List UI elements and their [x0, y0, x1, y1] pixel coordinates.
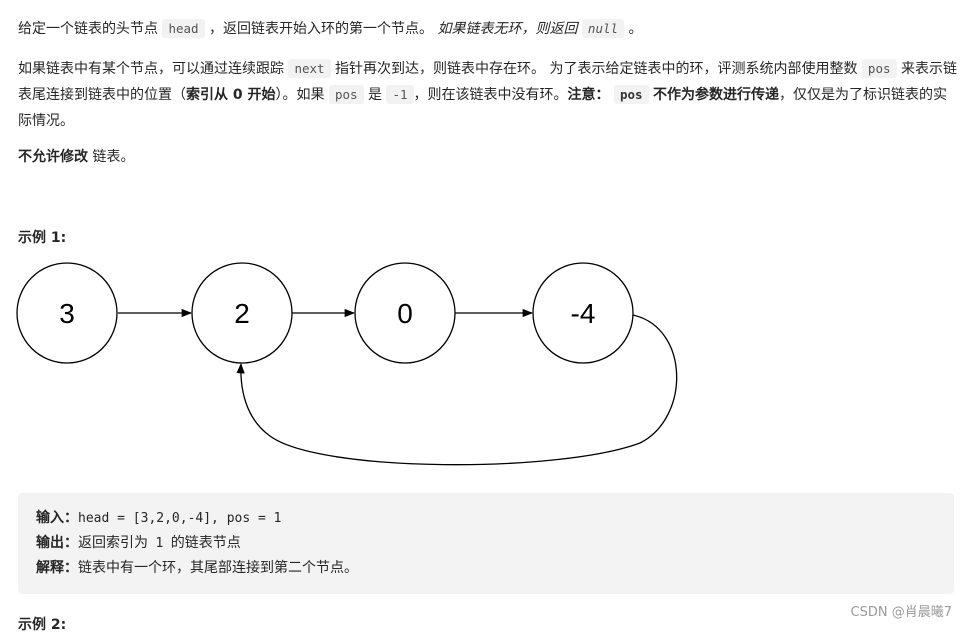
output-text-2: 的链表节点	[170, 535, 241, 551]
desc-text-5: 是	[367, 87, 382, 103]
code-pos-3: pos	[613, 85, 649, 104]
code-minus-one: -1	[386, 85, 414, 104]
desc-text-7: ，仅仅是为了标识链表的实际情况。	[18, 87, 947, 129]
desc-text-4: ）。如果	[275, 87, 325, 103]
node-value-3: -4	[571, 298, 596, 329]
explain-label: 解释：	[36, 560, 78, 576]
desc-bold-index: 索引从 0 开始	[186, 87, 276, 103]
input-value: head = [3,2,0,-4], pos = 1	[78, 511, 282, 526]
desc-bold-notparam: 不作为参数进行传递	[652, 87, 779, 103]
desc-text-2: 指针再次到达，则链表中存在环。 为了表示给定链表中的环，评测系统内部使用整数	[335, 61, 858, 77]
example-2-heading: 示例 2:	[18, 617, 67, 633]
list-node-2: 0	[354, 262, 456, 364]
desc-text-3: 来表示链表尾连接到链表中的位置（	[18, 61, 957, 103]
example-1-box: 输入：head = [3,2,0,-4], pos = 1 输出：返回索引为 1…	[18, 493, 954, 594]
description-paragraph: 如果链表中有某个节点，可以通过连续跟踪 next 指针再次到达，则链表中存在环。…	[18, 56, 958, 134]
code-pos-1: pos	[861, 59, 897, 78]
rule-bold: 不允许修改	[18, 149, 88, 165]
cycle-arrow	[236, 314, 678, 466]
intro-text-2: ，返回链表开始入环的第一个节点。	[209, 21, 434, 37]
csdn-watermark: CSDN @肖晨曦7	[850, 605, 952, 620]
list-node-3: -4	[532, 262, 634, 364]
node-value-2: 0	[397, 298, 413, 329]
example-output-line: 输出：返回索引为 1 的链表节点	[36, 532, 241, 555]
code-head: head	[162, 19, 205, 38]
code-pos-2: pos	[328, 85, 364, 104]
intro-paragraph: 给定一个链表的头节点 head ，返回链表开始入环的第一个节点。 如果链表无环，…	[18, 16, 958, 42]
intro-text-1: 给定一个链表的头节点	[18, 21, 158, 37]
output-text-1: 返回索引为	[78, 535, 148, 551]
example-input-line: 输入：head = [3,2,0,-4], pos = 1	[36, 507, 282, 530]
list-node-0: 3	[16, 262, 118, 364]
code-next: next	[288, 59, 331, 78]
code-null: null	[581, 19, 625, 38]
intro-text-3: 。	[628, 21, 643, 37]
node-value-1: 2	[234, 298, 250, 329]
output-label: 输出：	[36, 535, 78, 551]
input-label: 输入：	[36, 510, 78, 526]
rule-text: 链表。	[92, 149, 135, 165]
linked-list-diagram: 3 2 0 -4	[16, 262, 678, 466]
rule-paragraph: 不允许修改 链表。	[18, 144, 958, 170]
node-value-0: 3	[59, 298, 75, 329]
output-code: 1	[155, 536, 164, 551]
desc-text-1: 如果链表中有某个节点，可以通过连续跟踪	[18, 61, 284, 77]
explain-text: 链表中有一个环，其尾部连接到第二个节点。	[78, 560, 358, 576]
desc-text-6: ，则在该链表中没有环。	[413, 87, 568, 103]
intro-italic: 如果链表无环，则返回	[437, 21, 578, 37]
desc-bold-note: 注意：	[567, 87, 610, 103]
example-1-heading: 示例 1:	[18, 230, 67, 246]
example-explain-line: 解释：链表中有一个环，其尾部连接到第二个节点。	[36, 557, 358, 579]
list-node-1: 2	[191, 262, 293, 364]
